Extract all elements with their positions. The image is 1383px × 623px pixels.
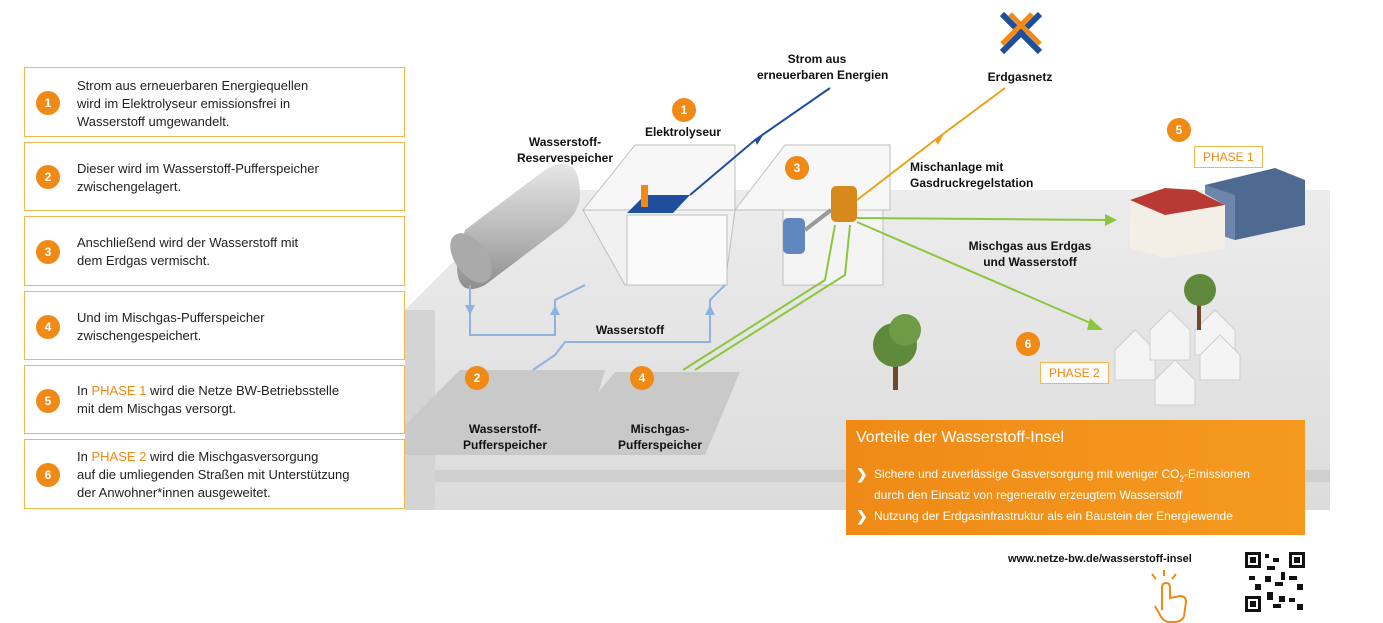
step-number: 2 <box>36 165 60 189</box>
step-6: 6 In PHASE 2 wird die Mischgasversorgung… <box>24 439 405 509</box>
badge-3: 3 <box>785 156 809 180</box>
step-number: 3 <box>36 240 60 264</box>
mix-buffer-slab <box>555 372 740 455</box>
chevron-right-icon: ❯ <box>856 508 868 524</box>
step-number: 1 <box>36 91 60 115</box>
netze-bw-logo-icon <box>999 11 1043 55</box>
power-arrow <box>755 132 765 145</box>
badge-1: 1 <box>672 98 696 122</box>
wasserstoff-label: Wasserstoff <box>595 323 665 337</box>
step-text: zwischengelagert. <box>77 179 182 194</box>
step-text: Wasserstoff umgewandelt. <box>77 114 230 129</box>
benefit-item: ❯ Nutzung der Erdgasinfrastruktur als ei… <box>856 508 1233 524</box>
step-text: wird im Elektrolyseur emissionsfrei in <box>77 96 291 111</box>
mix-line-1 <box>682 224 836 371</box>
step-text: Anschließend wird der Wasserstoff mit <box>77 235 299 250</box>
erdgas-label: Erdgasnetz <box>987 70 1053 84</box>
step-text: In PHASE 1 wird die Netze BW-Betriebsste… <box>77 383 340 398</box>
step-5: 5 In PHASE 1 wird die Netze BW-Betriebss… <box>24 365 405 434</box>
badge-5: 5 <box>1167 118 1191 142</box>
h2-line-1 <box>469 284 586 336</box>
step-number: 5 <box>36 389 60 413</box>
h2-buffer-slab <box>405 370 605 455</box>
badge-2: 2 <box>465 366 489 390</box>
benefits-title: Vorteile der Wasserstoff-Insel <box>856 429 1065 446</box>
step-3: 3 Anschließend wird der Wasserstoff mit … <box>24 216 405 286</box>
mixer-connector <box>803 208 833 232</box>
office-building-icon <box>1130 168 1305 258</box>
tree-icon <box>873 314 921 390</box>
step-text: Dieser wird im Wasserstoff-Pufferspeiche… <box>77 161 319 176</box>
step-text: In PHASE 2 wird die Mischgasversorgung <box>77 449 319 464</box>
electrolyser-stack <box>641 185 648 207</box>
step-text: auf die umliegenden Straßen mit Unterstü… <box>77 467 350 482</box>
gas-arrow <box>935 132 945 145</box>
mix-line-phase2 <box>856 221 1096 326</box>
badge-4: 4 <box>630 366 654 390</box>
chevron-right-icon: ❯ <box>856 466 868 482</box>
step-text: zwischengespeichert. <box>77 328 202 343</box>
step-4: 4 Und im Mischgas-Pufferspeicher zwische… <box>24 291 405 360</box>
step-text: Und im Mischgas-Pufferspeicher <box>77 310 265 325</box>
mix-arrow <box>1105 214 1117 226</box>
electrolyser-building <box>581 144 736 286</box>
badge-6: 6 <box>1016 332 1040 356</box>
residential-houses-icon <box>1114 309 1241 406</box>
phase-1-tag: PHASE 1 <box>1194 146 1263 168</box>
step-number: 6 <box>36 463 60 487</box>
reserve-label: Wasserstoff-Reservespeicher <box>516 135 614 165</box>
step-1: 1 Strom aus erneuerbaren Energiequellen … <box>24 67 405 137</box>
phase-highlight: PHASE 2 <box>91 449 147 464</box>
step-text: dem Erdgas vermischt. <box>77 253 210 268</box>
h2-arrow <box>550 305 560 315</box>
reserve-tank-icon <box>450 163 580 290</box>
h2-arrow <box>705 305 715 315</box>
website-link[interactable]: www.netze-bw.de/wasserstoff-insel <box>1008 553 1192 565</box>
phase-2-tag: PHASE 2 <box>1040 362 1109 384</box>
step-text: der Anwohner*innen ausgeweitet. <box>77 485 271 500</box>
mix-line-phase1 <box>856 217 1106 221</box>
gas-mixer-tank <box>831 186 857 222</box>
tree-icon <box>1184 274 1216 330</box>
step-2: 2 Dieser wird im Wasserstoff-Pufferspeic… <box>24 142 405 211</box>
step-text: mit dem Mischgas versorgt. <box>77 401 236 416</box>
puffer-mix-label: Mischgas-Pufferspeicher <box>617 422 703 452</box>
step-text: Strom aus erneuerbaren Energiequellen <box>77 78 309 93</box>
puffer-h2-label: Wasserstoff-Pufferspeicher <box>462 422 548 452</box>
benefits-panel: Vorteile der Wasserstoff-Insel ❯ Sichere… <box>846 420 1305 535</box>
mix-line-2 <box>694 224 851 371</box>
h2-line-2 <box>532 284 726 371</box>
step-number: 4 <box>36 315 60 339</box>
phase-highlight: PHASE 1 <box>91 383 147 398</box>
h2-buffer-tank-small <box>783 218 805 254</box>
tap-hand-icon <box>1151 570 1188 623</box>
mix-arrow <box>1087 318 1103 330</box>
benefit-item: ❯ Sichere und zuverlässige Gasversorgung… <box>856 466 1250 503</box>
elektrolyseur-label: Elektrolyseur <box>644 125 722 139</box>
qr-code-icon <box>1245 552 1305 612</box>
h2-arrow <box>465 305 475 315</box>
